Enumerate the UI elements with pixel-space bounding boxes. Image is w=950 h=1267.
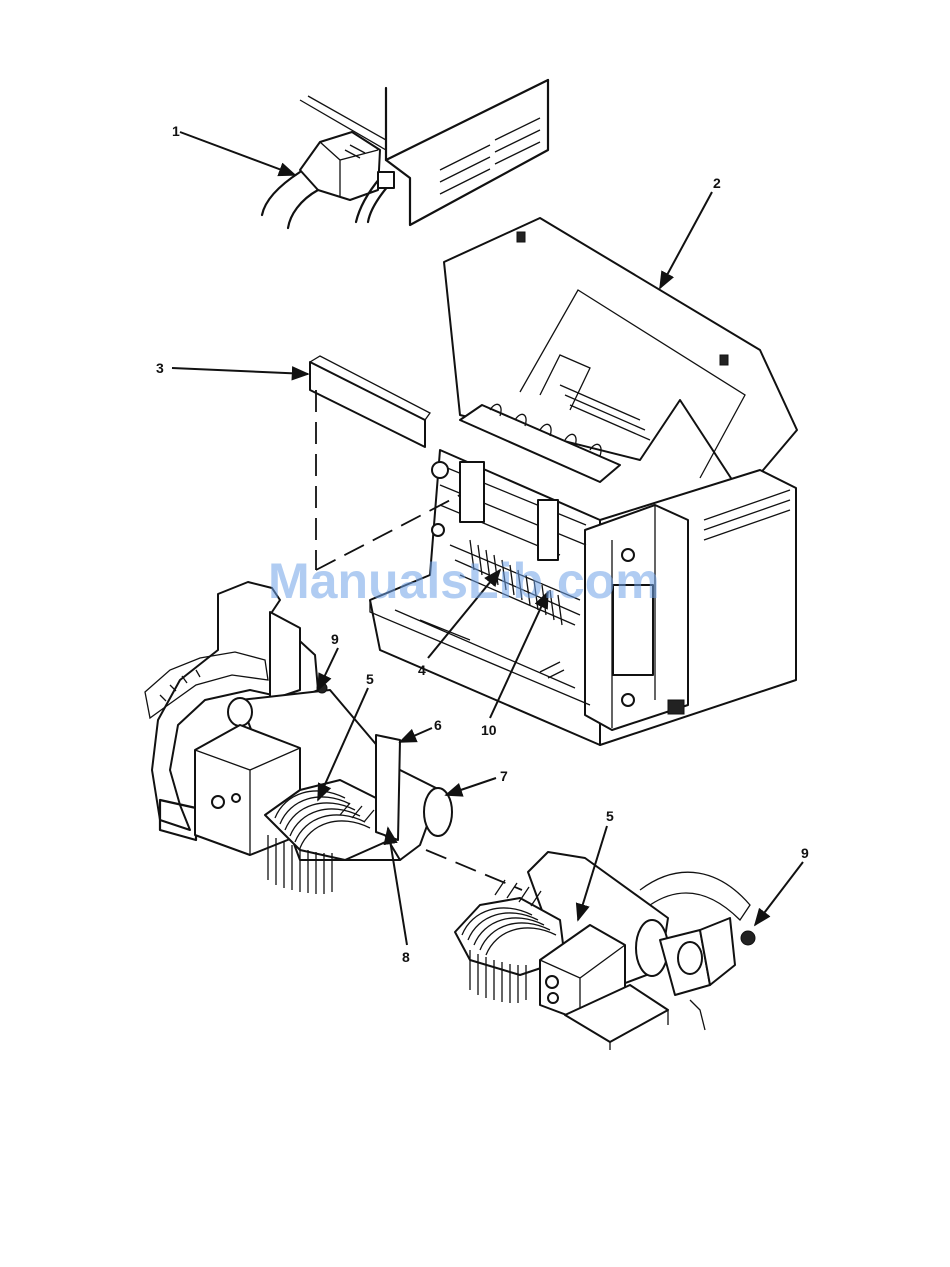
watermark-text: ManualsLib.com	[268, 553, 660, 609]
callout-5-left: 5	[366, 671, 374, 687]
callout-9-right: 9	[801, 845, 809, 861]
callout-6: 6	[434, 717, 442, 733]
power-connector-view	[262, 80, 548, 228]
callout-1: 1	[172, 123, 180, 139]
callout-10: 10	[481, 722, 497, 738]
callout-3: 3	[156, 360, 164, 376]
printer-body	[370, 218, 797, 745]
callout-4: 4	[418, 662, 426, 678]
callout-2: 2	[713, 175, 721, 191]
callout-8: 8	[402, 949, 410, 965]
callout-7: 7	[500, 768, 508, 784]
callout-5-right: 5	[606, 808, 614, 824]
callout-9-left: 9	[331, 631, 339, 647]
